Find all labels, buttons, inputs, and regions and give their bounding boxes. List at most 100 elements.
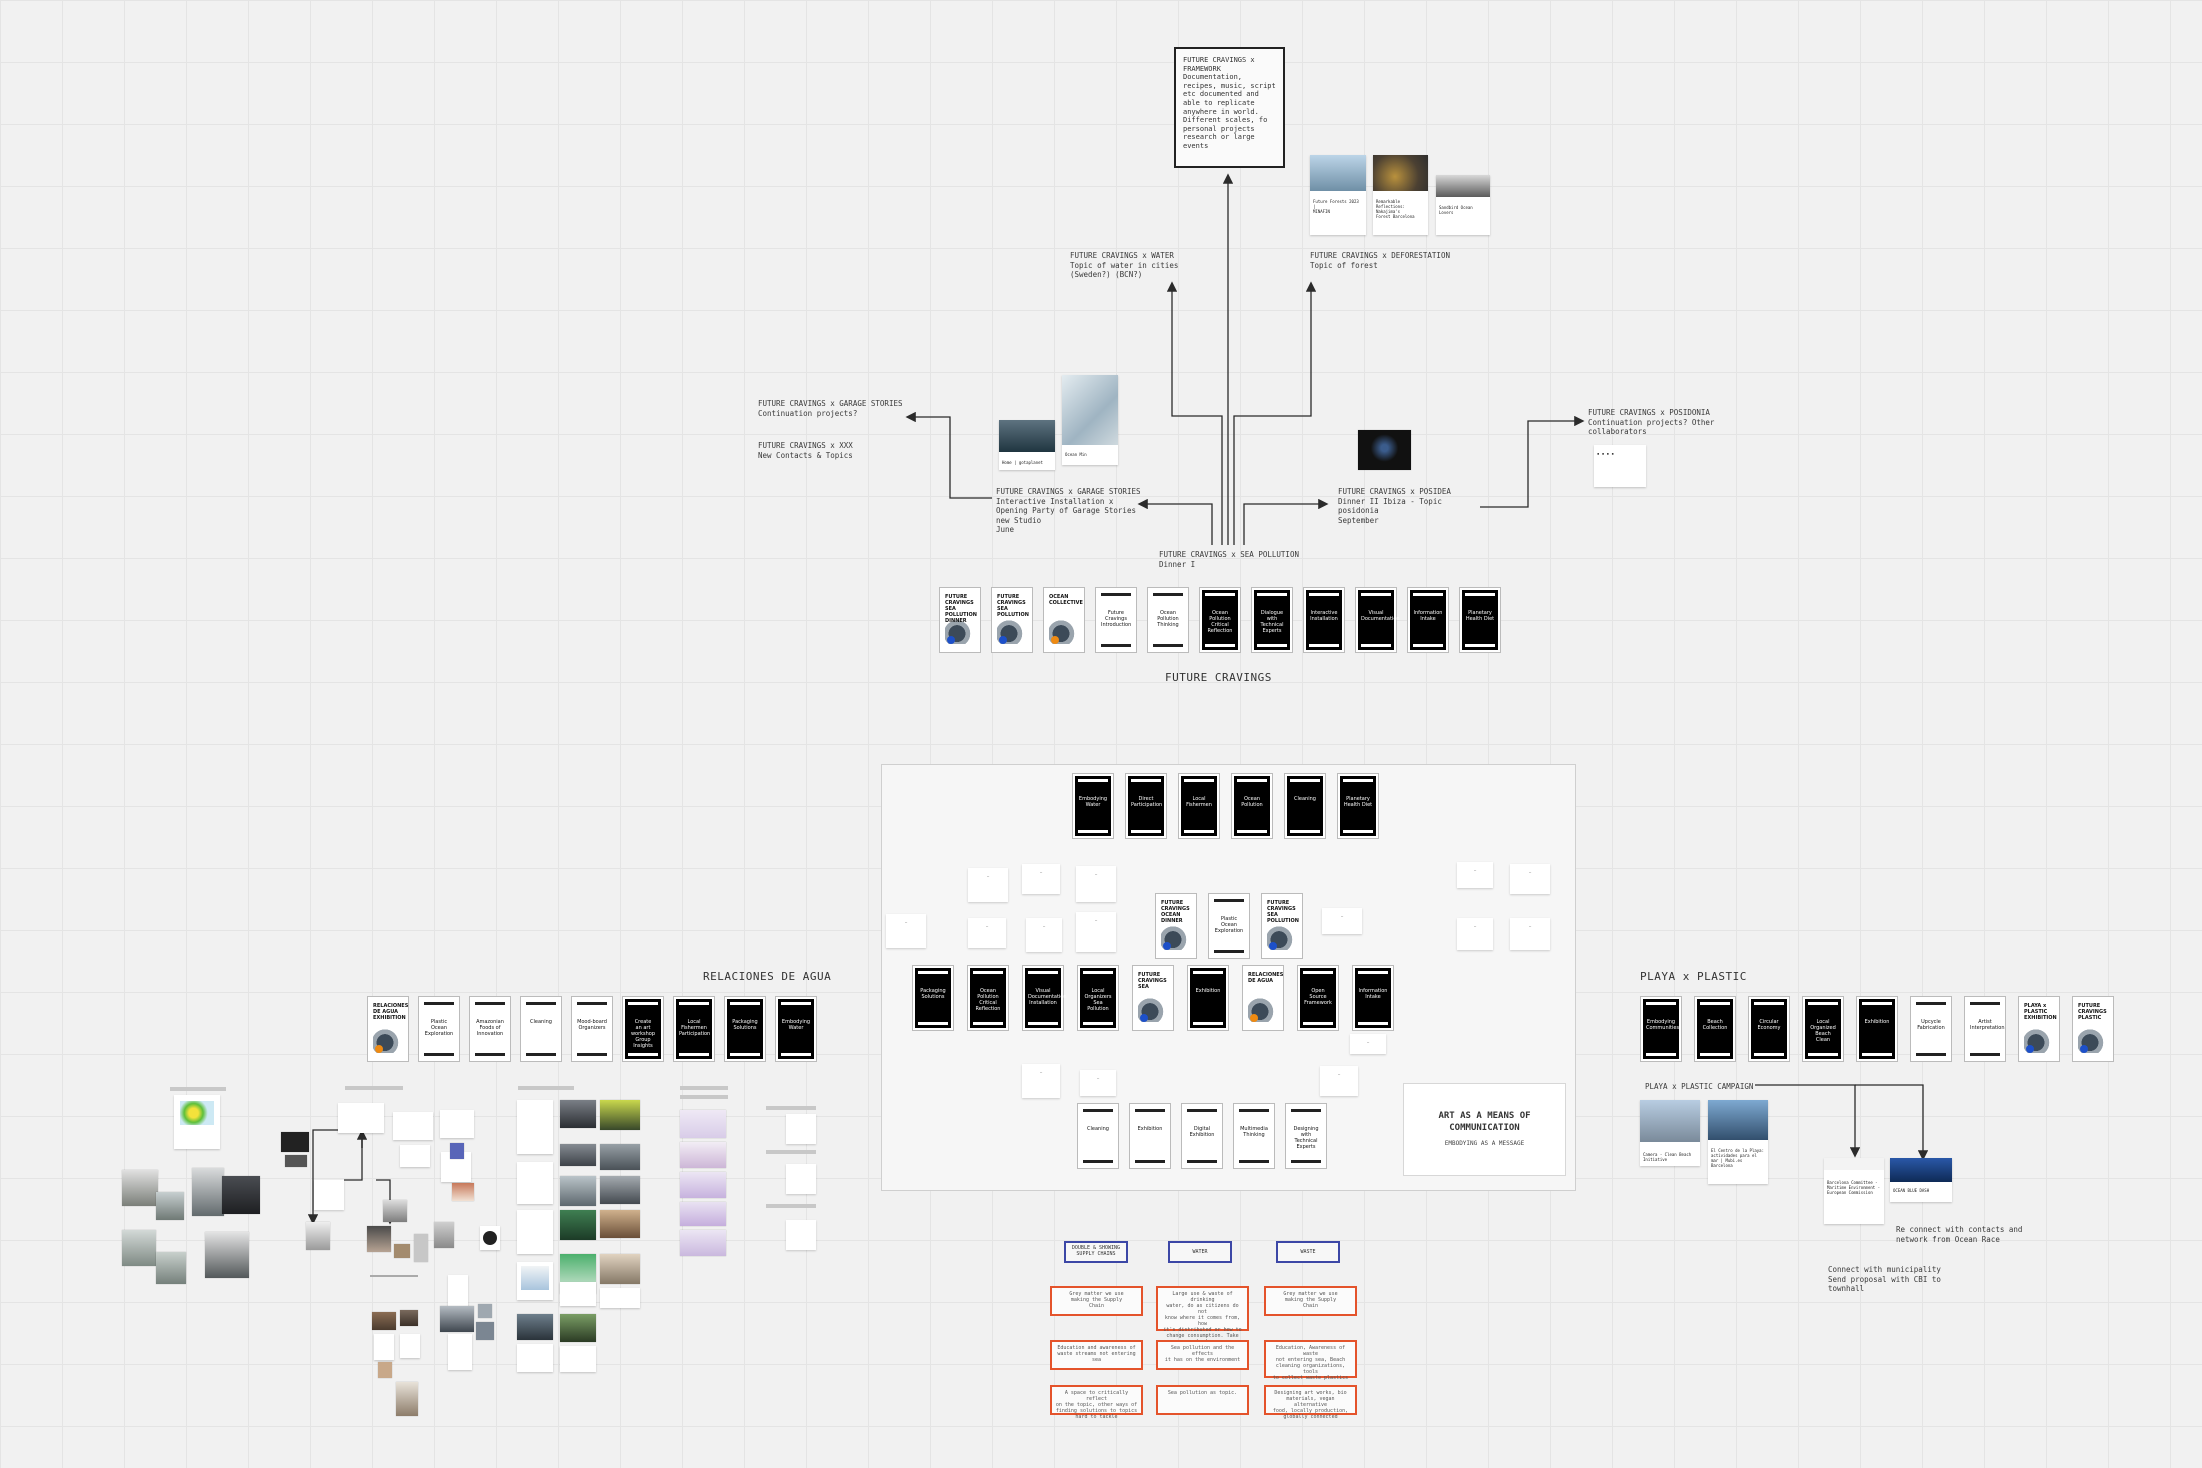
relaciones-card[interactable]: Local Fishermen Participation — [673, 996, 715, 1062]
future-cravings-card[interactable]: Information Intake — [1407, 587, 1449, 653]
playa-card[interactable]: Exhibition — [1856, 996, 1898, 1062]
panel-top-card[interactable]: Planetary Health Diet — [1337, 773, 1379, 839]
photo-thumb[interactable] — [281, 1132, 309, 1152]
playa-card[interactable]: Upcycle Fabrication — [1910, 996, 1952, 1062]
photo-thumb[interactable] — [560, 1100, 596, 1128]
panel-note[interactable]: — — [1457, 918, 1493, 950]
red-note[interactable]: Education and awareness of waste streams… — [1050, 1340, 1143, 1370]
doc-card[interactable] — [448, 1275, 468, 1313]
panel-note[interactable]: — — [968, 918, 1006, 948]
doc-card[interactable] — [400, 1145, 430, 1167]
red-note[interactable]: Designing art works, bio materials, vega… — [1264, 1385, 1357, 1420]
photo-thumb[interactable] — [517, 1314, 553, 1340]
photo-thumb[interactable] — [156, 1252, 186, 1284]
panel-note[interactable]: — — [1076, 866, 1116, 902]
photo-thumb[interactable] — [680, 1202, 726, 1226]
relaciones-card[interactable]: Create an art workshop Group Insights — [622, 996, 664, 1062]
photo-thumb[interactable] — [192, 1168, 224, 1216]
panel-bottom-card[interactable]: Exhibition — [1129, 1103, 1171, 1169]
red-note[interactable]: Grey matter we use making the Supply Cha… — [1264, 1286, 1357, 1316]
photo-thumb[interactable] — [600, 1144, 640, 1170]
link-card-remarkable[interactable]: Remarkable Reflections: Nakajima's Fores… — [1373, 155, 1428, 235]
article-card[interactable] — [517, 1162, 553, 1204]
link-card-oceanmin[interactable]: Ocean Min — [1062, 375, 1118, 465]
map-card[interactable] — [174, 1095, 220, 1149]
panel-note[interactable]: — — [968, 868, 1008, 902]
panel-top-card[interactable]: Embodying Water — [1072, 773, 1114, 839]
framework-note[interactable]: FUTURE CRAVINGS x FRAMEWORK Documentatio… — [1174, 47, 1285, 168]
panel-top-card[interactable]: Ocean Pollution — [1231, 773, 1273, 839]
photo-thumb[interactable] — [156, 1192, 184, 1220]
photo-thumb[interactable] — [478, 1304, 492, 1318]
red-note[interactable]: Large use & waste of drinking water, do … — [1156, 1286, 1249, 1351]
photo-thumb[interactable] — [452, 1183, 474, 1201]
photo-thumb[interactable] — [122, 1230, 156, 1266]
sea-pollution-note[interactable]: FUTURE CRAVINGS x SEA POLLUTION Dinner I — [1159, 550, 1299, 569]
sticky-note[interactable] — [786, 1164, 816, 1194]
panel-bottom-card[interactable]: Digital Exhibition — [1181, 1103, 1223, 1169]
relaciones-card[interactable]: Plastic Ocean Exploration — [418, 996, 460, 1062]
label-waste[interactable]: WASTE — [1276, 1241, 1340, 1263]
future-cravings-card[interactable]: Visual Documentation — [1355, 587, 1400, 653]
playa-card[interactable]: PLAYA x PLASTIC EXHIBITION — [2018, 996, 2060, 1062]
panel-note[interactable]: — — [1022, 864, 1060, 894]
photo-thumb[interactable] — [400, 1310, 418, 1326]
doc-card[interactable] — [338, 1103, 384, 1133]
photo-thumb[interactable] — [450, 1143, 464, 1159]
art-communication-box[interactable]: ART AS A MEANS OF COMMUNICATION EMBODYIN… — [1403, 1083, 1566, 1176]
posidonia-doc[interactable]: ▪ ▪ ▪ ▪ — [1594, 445, 1646, 487]
relaciones-card[interactable]: Amazonian Foods of Innovation — [469, 996, 511, 1062]
red-note[interactable]: Education, Awareness of waste not enteri… — [1264, 1340, 1357, 1381]
panel-bottom-card[interactable]: Designing with Technical Experts — [1285, 1103, 1327, 1169]
photo-thumb[interactable] — [306, 1222, 330, 1250]
panel-note[interactable]: — — [1457, 862, 1493, 888]
panel-bottom-card[interactable]: Multimedia Thinking — [1233, 1103, 1275, 1169]
photo-thumb[interactable] — [414, 1234, 428, 1262]
photo-thumb[interactable] — [205, 1232, 249, 1278]
relaciones-card[interactable]: Embodying Water — [775, 996, 817, 1062]
posidea-image[interactable] — [1358, 430, 1411, 470]
photo-thumb[interactable] — [383, 1200, 407, 1222]
panel-mid-card[interactable]: FUTURE CRAVINGS SEA POLLUTION — [1261, 893, 1303, 959]
photo-thumb[interactable] — [394, 1244, 410, 1258]
panel-top-card[interactable]: Local Fishermen — [1178, 773, 1220, 839]
playa-card[interactable]: Circular Economy — [1748, 996, 1790, 1062]
red-note[interactable]: Sea pollution and the effects it has on … — [1156, 1340, 1249, 1370]
sticky-note[interactable] — [786, 1220, 816, 1250]
photo-thumb[interactable] — [476, 1322, 494, 1340]
reconnect-note[interactable]: Re connect with contacts and network fro… — [1896, 1225, 2023, 1244]
deforestation-note[interactable]: FUTURE CRAVINGS x DEFORESTATION Topic of… — [1310, 251, 1450, 270]
link-card-home[interactable]: Home | gotaplanet — [999, 420, 1055, 470]
panel-mid-card[interactable]: FUTURE CRAVINGS OCEAN DINNER — [1155, 893, 1197, 959]
panel-row-card[interactable]: Exhibition — [1187, 965, 1229, 1031]
relaciones-card[interactable]: Mood-board Organizers — [571, 996, 613, 1062]
link-card-playa-camp[interactable]: Camera - Clean Beach Initiative — [1640, 1100, 1700, 1166]
panel-row-card[interactable]: Information Intake — [1352, 965, 1394, 1031]
panel-row-card[interactable]: FUTURE CRAVINGS SEA — [1132, 965, 1174, 1031]
photo-thumb[interactable] — [560, 1314, 596, 1342]
article-card[interactable] — [517, 1344, 553, 1372]
playa-card[interactable]: Beach Collection — [1694, 996, 1736, 1062]
link-card-future-forests[interactable]: Future Forests 2023 | MINAFIN — [1310, 155, 1366, 235]
photo-thumb[interactable] — [680, 1142, 726, 1168]
garage-installation-note[interactable]: FUTURE CRAVINGS x GARAGE STORIES Interac… — [996, 487, 1141, 534]
photo-thumb[interactable] — [560, 1144, 596, 1166]
photo-thumb[interactable] — [367, 1226, 391, 1252]
playa-card[interactable]: Local Organized Beach Clean — [1802, 996, 1844, 1062]
panel-row-card[interactable]: Packaging Solutions — [912, 965, 954, 1031]
label-water[interactable]: WATER — [1168, 1241, 1232, 1263]
doc-card[interactable] — [393, 1112, 433, 1140]
panel-row-card[interactable]: RELACIONES DE AGUA — [1242, 965, 1284, 1031]
photo-thumb[interactable] — [680, 1230, 726, 1256]
photo-thumb[interactable] — [285, 1155, 307, 1167]
doc-card[interactable] — [440, 1110, 474, 1138]
photo-thumb[interactable] — [680, 1172, 726, 1198]
playa-card[interactable]: Embodying Communities — [1640, 996, 1682, 1062]
article-card[interactable] — [600, 1288, 640, 1308]
panel-note[interactable]: — — [886, 914, 926, 948]
photo-thumb[interactable] — [222, 1176, 260, 1214]
article-card[interactable] — [560, 1346, 596, 1372]
panel-note[interactable]: — — [1080, 1070, 1116, 1096]
future-cravings-card[interactable]: Ocean Pollution Critical Reflection — [1199, 587, 1241, 653]
water-note[interactable]: FUTURE CRAVINGS x WATER Topic of water i… — [1070, 251, 1179, 279]
